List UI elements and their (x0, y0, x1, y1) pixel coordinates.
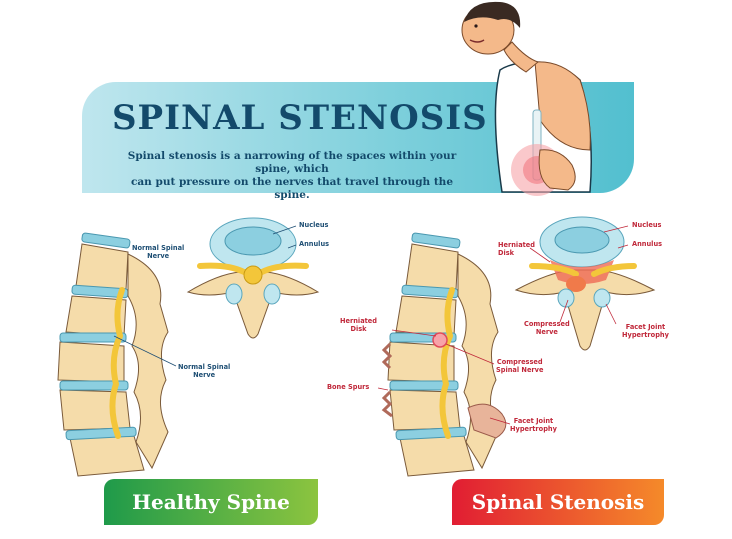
page-description: Spinal stenosis is a narrowing of the sp… (112, 150, 472, 202)
stenosis-label-annulus: Annulus (632, 240, 663, 248)
description-line-1: Spinal stenosis is a narrowing of the sp… (127, 150, 457, 175)
healthy-label-nucleus: Nucleus (299, 221, 329, 229)
stenosis-vertebra-top-view (514, 216, 656, 351)
healthy-label-annulus: Annulus (299, 240, 330, 248)
stenosis-label-nucleus: Nucleus (632, 221, 662, 229)
healthy-spine-side-view (57, 232, 177, 477)
stenosis-label-bone-spurs: Bone Spurs (327, 383, 370, 391)
description-line-2: can put pressure on the nerves that trav… (130, 176, 453, 201)
man-back-pain-illustration (461, 1, 592, 196)
page-title: SPINAL STENOSIS (112, 98, 488, 138)
healthy-vertebra-top-view (186, 217, 320, 339)
spinal-stenosis-label-button: Spinal Stenosis (452, 479, 664, 525)
stenosis-spine-side-view (378, 232, 511, 477)
healthy-spine-label-button: Healthy Spine (104, 479, 318, 525)
